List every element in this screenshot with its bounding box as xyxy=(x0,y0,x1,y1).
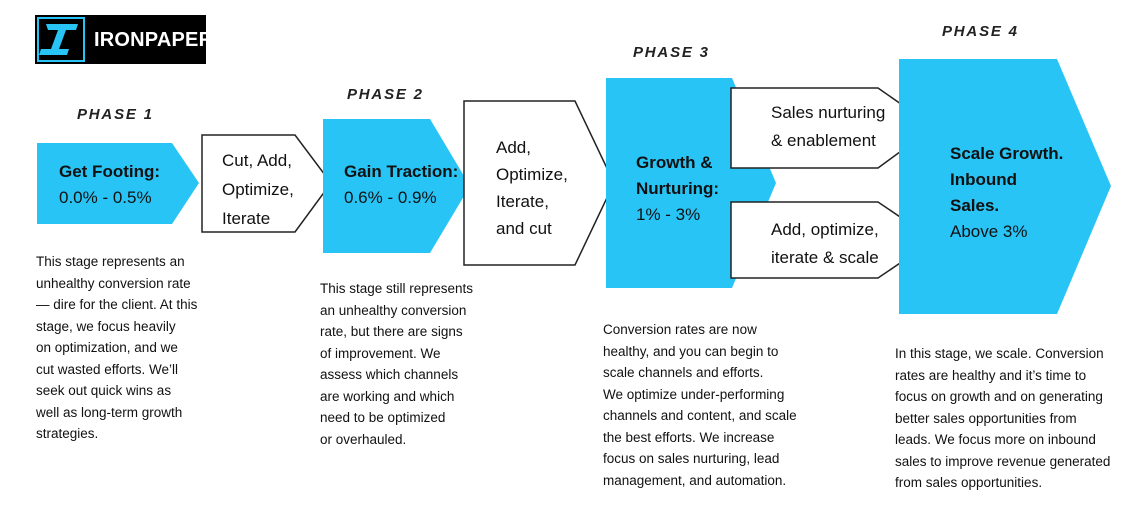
phase-1-description-line: stage, we focus heavily xyxy=(36,318,176,334)
phase-1-description-line: This stage represents an xyxy=(36,254,185,269)
phase-2-arrow xyxy=(323,119,470,253)
phase-1-description-line: well as long-term growth xyxy=(36,404,183,420)
phase-3-title-line: Growth & xyxy=(636,153,713,172)
phase-1-box-text: Get Footing: 0.0% - 0.5% xyxy=(59,159,160,211)
phase-2-description-line: are working and which xyxy=(320,388,455,404)
logo-wordmark: IRONPAPER xyxy=(94,29,214,51)
phase-4-description-line: sales to improve revenue generated xyxy=(895,453,1111,469)
ironpaper-logo: IRONPAPER xyxy=(35,15,213,64)
phase-1-action-text: Cut, Add, Optimize, Iterate xyxy=(222,146,294,233)
phase-3-bottom-action-line: iterate & scale xyxy=(771,248,879,267)
phase-2-range: 0.6% - 0.9% xyxy=(344,188,437,207)
phase-3-top-action-text: Sales nurturing & enablement xyxy=(771,99,885,155)
phase-2-description-line: This stage still represents xyxy=(320,281,474,296)
phase-1-action-line: Iterate xyxy=(222,209,271,228)
phase-2-description-line: rate, but there are signs xyxy=(320,324,463,339)
phase-2-action-line: Optimize, xyxy=(496,165,568,184)
phase-1-description-line: cut wasted efforts. We’ll xyxy=(36,361,179,377)
ironpaper-logo-mark-icon xyxy=(37,17,85,62)
phase-2-description-line: assess which channels xyxy=(320,367,459,382)
phase-2-description: This stage still represents an unhealthy… xyxy=(320,278,473,450)
phase-2-action-line: and cut xyxy=(496,219,552,238)
phase-3-range: 1% - 3% xyxy=(636,205,701,224)
phase-3-top-action-line: Sales nurturing xyxy=(771,103,886,122)
phase-3-description: Conversion rates are now healthy, and yo… xyxy=(603,319,797,491)
phase-3-description-line: scale channels and efforts. xyxy=(603,365,764,380)
phase-4-label: PHASE 4 xyxy=(942,23,1019,40)
phase-1-description-line: seek out quick wins as xyxy=(36,383,172,398)
phase-4-box-text: Scale Growth. Inbound Sales. Above 3% xyxy=(950,141,1063,245)
phase-3-description-line: We optimize under-performing xyxy=(603,386,785,402)
phase-2-action-text: Add, Optimize, Iterate, and cut xyxy=(496,134,568,242)
phase-1-action-chevron xyxy=(201,134,332,233)
phase-1-description-line: strategies. xyxy=(36,426,99,441)
phase-2-description-line: of improvement. We xyxy=(320,345,441,361)
phase-2-description-line: or overhauled. xyxy=(320,431,407,447)
phase-1-description-line: unhealthy conversion rate xyxy=(36,275,191,291)
phase-3-description-line: Conversion rates are now xyxy=(603,322,757,337)
phase-1-description: This stage represents an unhealthy conve… xyxy=(36,251,197,445)
phase-4-range: Above 3% xyxy=(950,222,1028,241)
phase-3-bottom-action-text: Add, optimize, iterate & scale xyxy=(771,216,879,272)
phase-2-action-line: Add, xyxy=(496,138,531,157)
phase-1-range: 0.0% - 0.5% xyxy=(59,188,152,207)
phase-1-action-line: Optimize, xyxy=(222,180,294,199)
phase-2-description-line: an unhealthy conversion xyxy=(320,302,467,318)
phase-4-description: In this stage, we scale. Conversion rate… xyxy=(895,343,1110,494)
phase-1-title: Get Footing: xyxy=(59,162,161,181)
phase-2-box-text: Gain Traction: 0.6% - 0.9% xyxy=(344,159,458,211)
phase-2-action-line: Iterate, xyxy=(496,192,549,211)
phase-3-top-action-line: & enablement xyxy=(771,131,876,150)
phase-3-label: PHASE 3 xyxy=(633,44,710,61)
phase-3-description-line: channels and content, and scale xyxy=(603,408,797,423)
phase-4-description-line: from sales opportunities. xyxy=(895,475,1043,490)
phase-2-label: PHASE 2 xyxy=(347,86,424,103)
phase-3-description-line: the best efforts. We increase xyxy=(603,429,775,445)
phase-4-description-line: better sales opportunities from xyxy=(895,410,1077,426)
phase-1-description-line: on optimization, and we xyxy=(36,340,178,355)
phase-4-arrow xyxy=(899,59,1111,314)
phase-2-action-chevron xyxy=(463,100,615,266)
phase-1-action-line: Cut, Add, xyxy=(222,151,292,170)
phase-3-bottom-action-line: Add, optimize, xyxy=(771,220,879,239)
phase-3-description-line: management, and automation. xyxy=(603,472,787,488)
phase-3-description-line: focus on sales nurturing, lead xyxy=(603,451,780,466)
phase-4-description-line: focus on growth and on generating xyxy=(895,389,1103,404)
phase-4-title-line: Scale Growth. xyxy=(950,144,1064,163)
phase-4-title-line: Inbound xyxy=(950,170,1018,189)
phase-2-title: Gain Traction: xyxy=(344,162,459,181)
phase-1-arrow xyxy=(37,143,199,224)
phase-3-description-line: healthy, and you can begin to xyxy=(603,343,779,359)
phase-1-description-line: — dire for the client. At this xyxy=(36,297,198,312)
phase-4-title-line: Sales. xyxy=(950,196,1000,215)
phase-4-description-line: In this stage, we scale. Conversion xyxy=(895,346,1104,361)
phase-4-description-line: rates are healthy and it’s time to xyxy=(895,367,1087,383)
phase-3-title-line: Nurturing: xyxy=(636,179,720,198)
phase-1-label: PHASE 1 xyxy=(77,106,154,123)
phase-4-description-line: leads. We focus more on inbound xyxy=(895,432,1096,447)
phase-3-box-text: Growth & Nurturing: 1% - 3% xyxy=(636,150,719,228)
phase-2-description-line: need to be optimized xyxy=(320,410,446,425)
